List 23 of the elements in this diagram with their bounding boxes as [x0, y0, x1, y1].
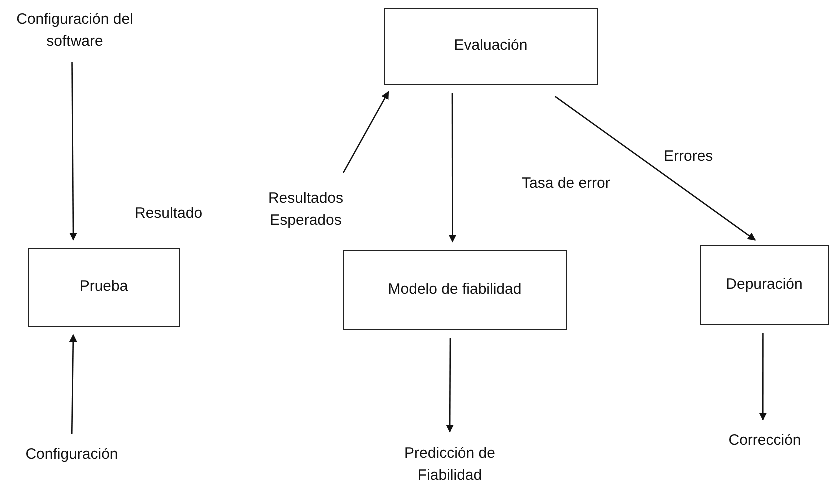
node-label: Configuración [26, 444, 118, 465]
process-box [28, 248, 180, 327]
node-label: Resultados Esperados [267, 188, 345, 231]
arrow [342, 91, 390, 174]
arrow [446, 338, 454, 433]
box-label: Evaluación [454, 36, 528, 56]
node-label: Corrección [728, 430, 802, 451]
process-box [384, 8, 598, 85]
edge-label: Tasa de error [522, 175, 610, 192]
process-box [343, 250, 567, 330]
box-label: Depuración [726, 274, 803, 295]
node-label: Predicción de Fiabilidad [404, 444, 496, 486]
arrow [554, 96, 756, 241]
node-label: Configuración del software [16, 10, 134, 52]
arrow [448, 93, 457, 243]
arrow [759, 333, 768, 421]
box-label: Prueba [80, 277, 128, 298]
arrow [69, 334, 78, 434]
process-box [700, 245, 829, 325]
box-label: Modelo de fiabilidad [388, 280, 522, 300]
edge-label: Errores [664, 148, 714, 165]
arrow [70, 62, 78, 241]
free-label: Resultado [135, 205, 203, 222]
